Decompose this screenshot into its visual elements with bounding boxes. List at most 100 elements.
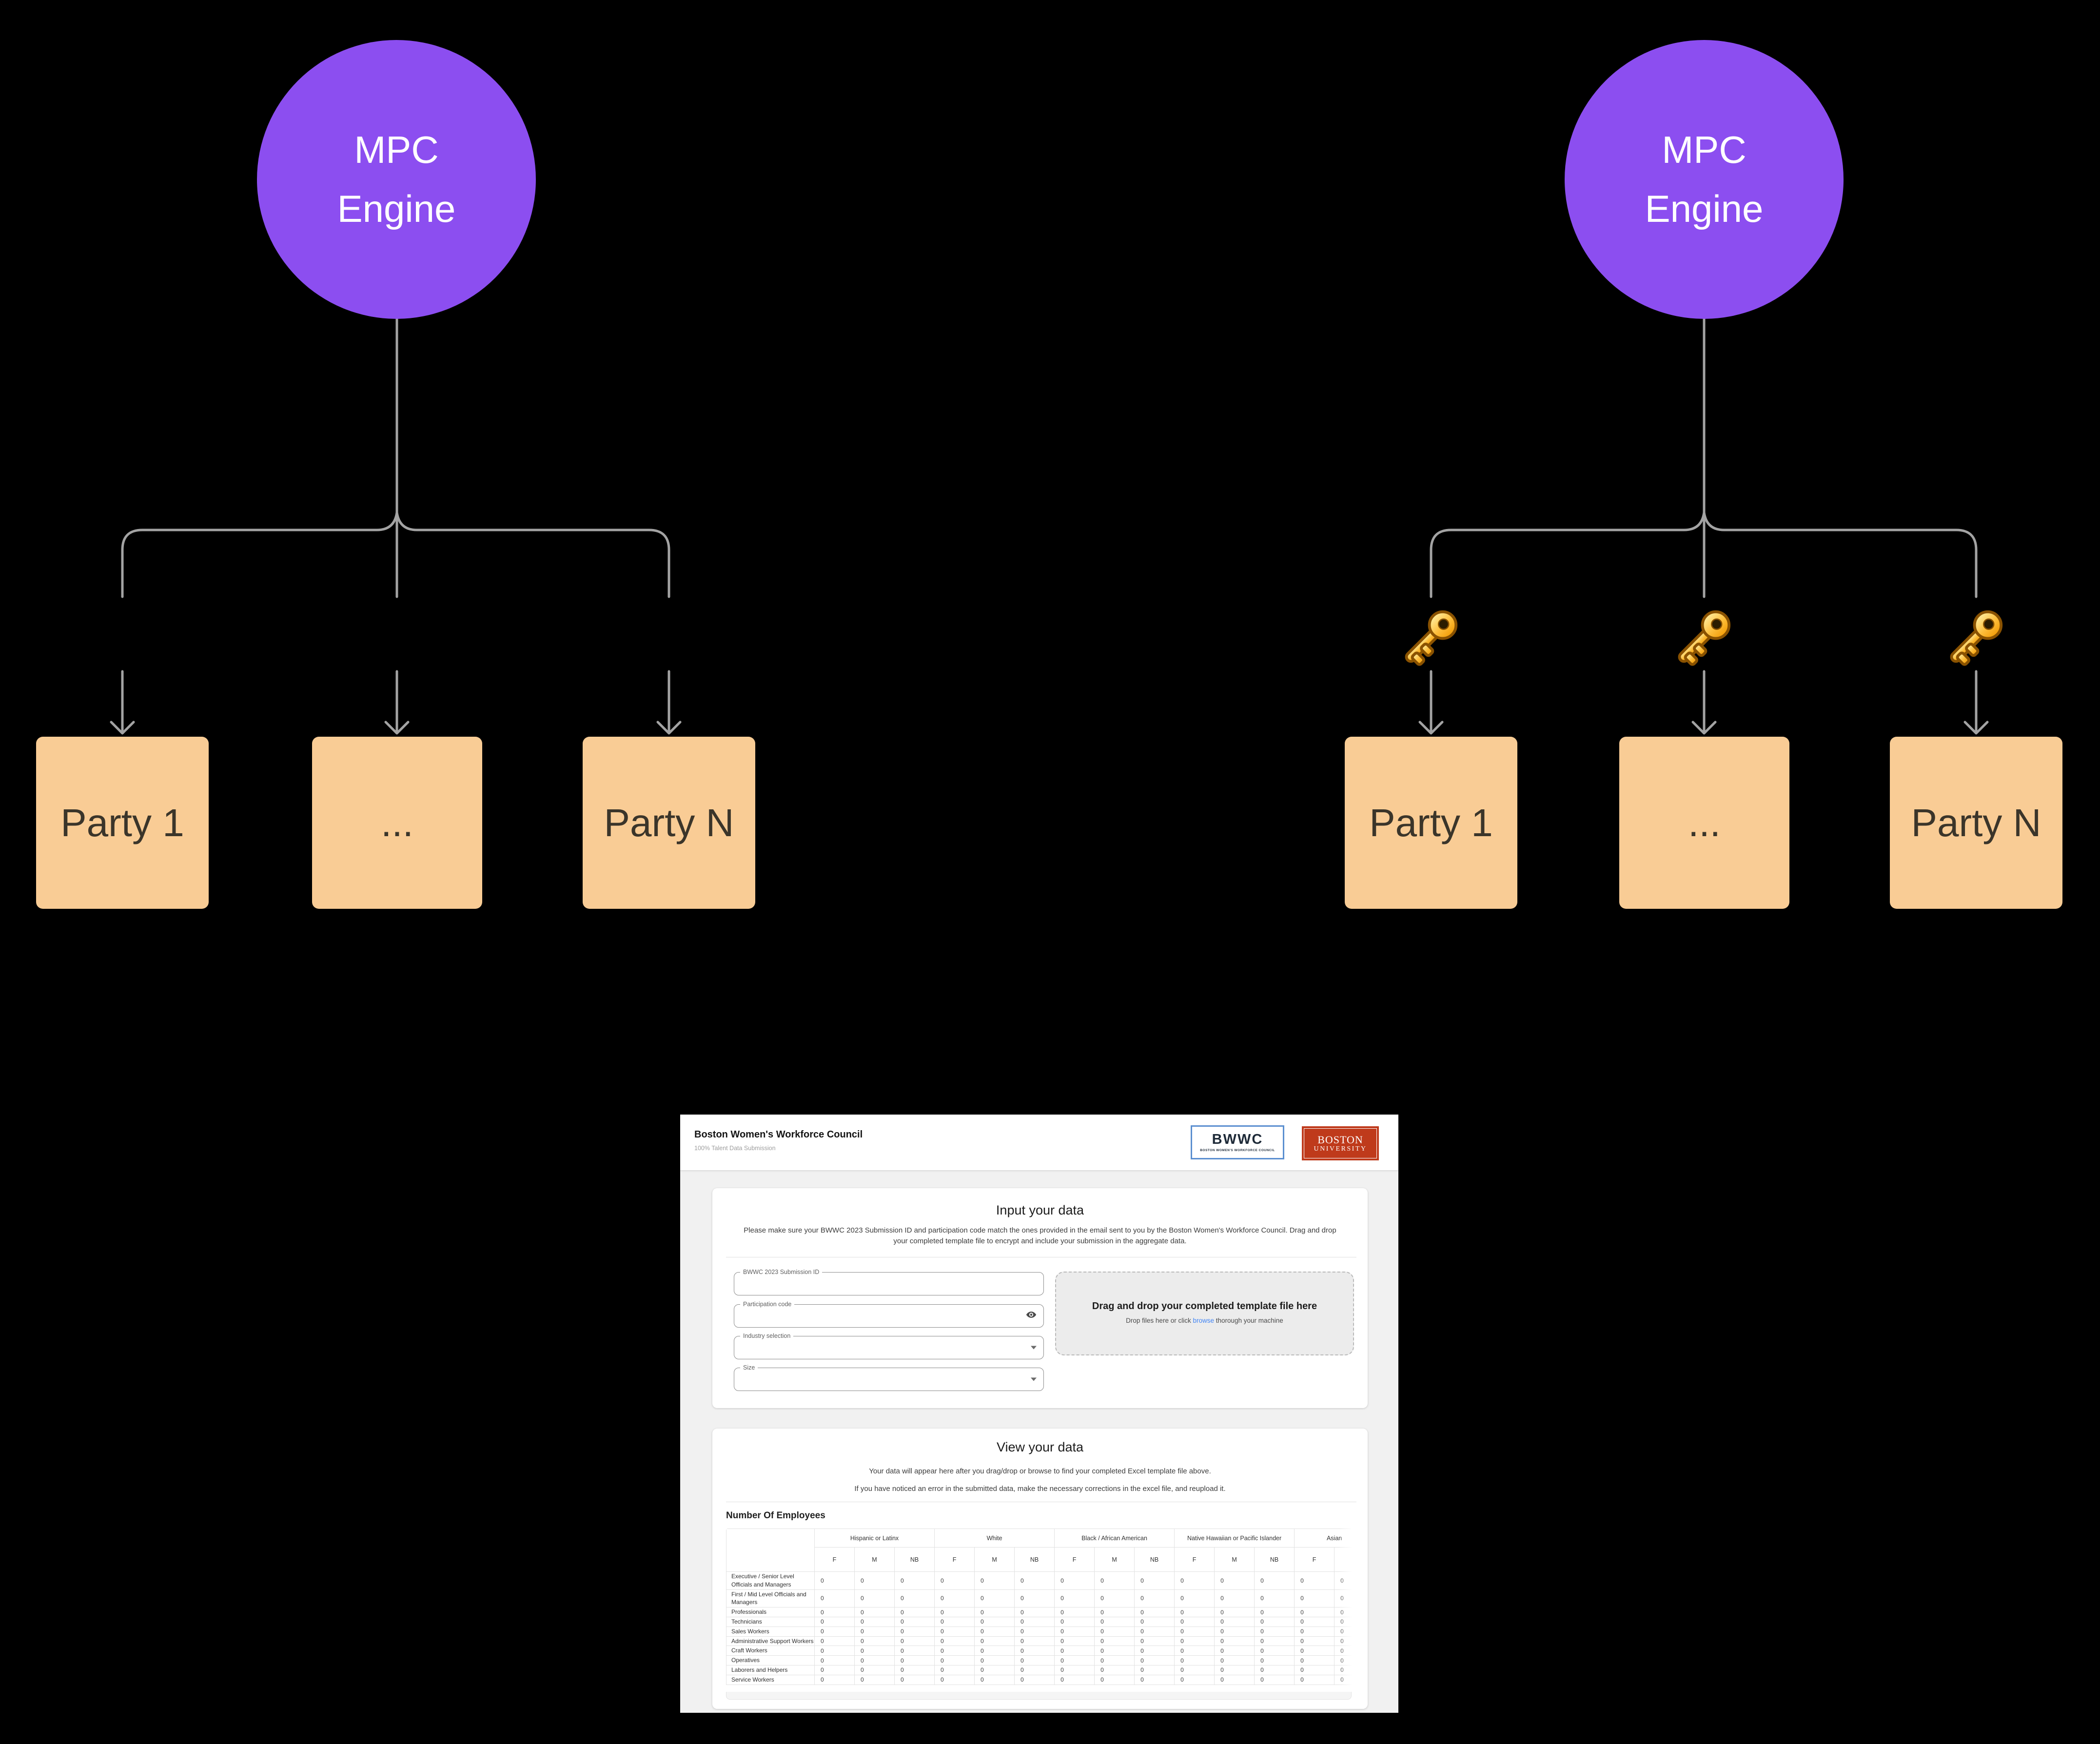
table-cell: 0 — [814, 1571, 855, 1590]
table-cell: 0 — [934, 1616, 975, 1627]
right-arrow-3 — [1963, 670, 1989, 735]
participation-code-field[interactable]: Participation code — [734, 1301, 1044, 1328]
table-row-label: Service Workers — [726, 1674, 815, 1685]
input-data-card: Input your data Please make sure your BW… — [712, 1188, 1368, 1408]
table-cell: 0 — [1134, 1607, 1175, 1617]
table-cell: 0 — [1134, 1589, 1175, 1608]
table-row-label: Laborers and Helpers — [726, 1665, 815, 1675]
table-cell: 0 — [974, 1636, 1015, 1646]
table-cell: 0 — [854, 1646, 895, 1656]
table-group-header: White — [934, 1528, 1055, 1548]
table-cell: 0 — [1334, 1665, 1352, 1675]
chevron-down-icon — [1031, 1377, 1037, 1381]
eye-icon[interactable] — [1026, 1310, 1037, 1323]
table-cell: 0 — [894, 1674, 935, 1685]
table-cell: 0 — [1294, 1646, 1335, 1656]
table-cell: 0 — [894, 1636, 935, 1646]
table-cell: 0 — [1134, 1646, 1175, 1656]
file-dropzone[interactable]: Drag and drop your completed template fi… — [1055, 1272, 1354, 1355]
table-cell: 0 — [1334, 1626, 1352, 1637]
table-cell: 0 — [974, 1626, 1015, 1637]
table-cell: 0 — [974, 1655, 1015, 1666]
table-cell: 0 — [934, 1626, 975, 1637]
table-cell: 0 — [854, 1626, 895, 1637]
table-cell: 0 — [894, 1616, 935, 1627]
table-cell: 0 — [1134, 1636, 1175, 1646]
table-cell: 0 — [1254, 1636, 1295, 1646]
table-cell: 0 — [894, 1665, 935, 1675]
dropzone-hint: Drop files here or click browse thorough… — [1126, 1317, 1283, 1324]
bwwc-logo-subtext: BOSTON WOMEN'S WORKFORCE COUNCIL — [1200, 1149, 1275, 1152]
table-cell: 0 — [1214, 1636, 1255, 1646]
table-cell: 0 — [1254, 1626, 1295, 1637]
industry-selection-label: Industry selection — [740, 1332, 794, 1339]
browse-link[interactable]: browse — [1193, 1317, 1214, 1324]
table-cell: 0 — [814, 1655, 855, 1666]
table-cell: 0 — [1214, 1571, 1255, 1590]
table-cell: 0 — [1054, 1655, 1095, 1666]
table-subheader: NB — [1134, 1547, 1175, 1572]
table-cell: 0 — [1254, 1571, 1295, 1590]
boston-university-logo: BOSTON UNIVERSITY — [1302, 1126, 1379, 1160]
table-cell: 0 — [934, 1571, 975, 1590]
table-cell: 0 — [1334, 1607, 1352, 1617]
table-group-header: Asian — [1294, 1528, 1352, 1548]
table-cell: 0 — [1294, 1674, 1335, 1685]
table-cell: 0 — [1294, 1571, 1335, 1590]
industry-selection-select[interactable]: Industry selection — [734, 1332, 1044, 1359]
key-icon — [1398, 606, 1462, 669]
table-cell: 0 — [1094, 1665, 1135, 1675]
table-cell: 0 — [1174, 1674, 1215, 1685]
table-cell: 0 — [1254, 1646, 1295, 1656]
table-row-label: Technicians — [726, 1616, 815, 1627]
table-cell: 0 — [1334, 1636, 1352, 1646]
table-cell: 0 — [814, 1646, 855, 1656]
table-subheader: M — [1094, 1547, 1135, 1572]
table-cell: 0 — [814, 1607, 855, 1617]
table-cell: 0 — [1014, 1626, 1055, 1637]
mpc-engine-label-line1: MPC — [354, 128, 439, 172]
table-cell: 0 — [1294, 1626, 1335, 1637]
party-node: Party 1 — [1345, 737, 1517, 909]
table-subheader: M — [854, 1547, 895, 1572]
table-cell: 0 — [1254, 1589, 1295, 1608]
table-cell: 0 — [854, 1571, 895, 1590]
table-cell: 0 — [1014, 1616, 1055, 1627]
table-cell: 0 — [934, 1646, 975, 1656]
table-cell: 0 — [1014, 1607, 1055, 1617]
table-cell: 0 — [1094, 1571, 1135, 1590]
table-cell: 0 — [1134, 1616, 1175, 1627]
table-cell: 0 — [1054, 1636, 1095, 1646]
table-row-label: Professionals — [726, 1607, 815, 1617]
left-branch-line-1 — [121, 511, 398, 598]
table-cell: 0 — [1094, 1674, 1135, 1685]
table-subheader: NB — [1254, 1547, 1295, 1572]
table-cell: 0 — [854, 1589, 895, 1608]
party-label: Party N — [604, 801, 734, 844]
table-subheader: F — [814, 1547, 855, 1572]
party-label: Party 1 — [1369, 801, 1493, 844]
table-cell: 0 — [1214, 1616, 1255, 1627]
table-group-header: Native Hawaiian or Pacific Islander — [1174, 1528, 1295, 1548]
dropzone-title: Drag and drop your completed template fi… — [1092, 1301, 1317, 1312]
page-title: Boston Women's Workforce Council — [694, 1129, 863, 1140]
size-select[interactable]: Size — [734, 1364, 1044, 1391]
table-cell: 0 — [814, 1665, 855, 1675]
submission-id-field[interactable]: BWWC 2023 Submission ID — [734, 1269, 1044, 1295]
table-cell: 0 — [1174, 1665, 1215, 1675]
table-group-header: Black / African American — [1054, 1528, 1175, 1548]
table-cell: 0 — [974, 1616, 1015, 1627]
table-cell: 0 — [1174, 1607, 1215, 1617]
table-title: Number Of Employees — [726, 1510, 825, 1521]
horizontal-scrollbar[interactable] — [726, 1692, 1352, 1700]
table-cell: 0 — [1094, 1589, 1135, 1608]
